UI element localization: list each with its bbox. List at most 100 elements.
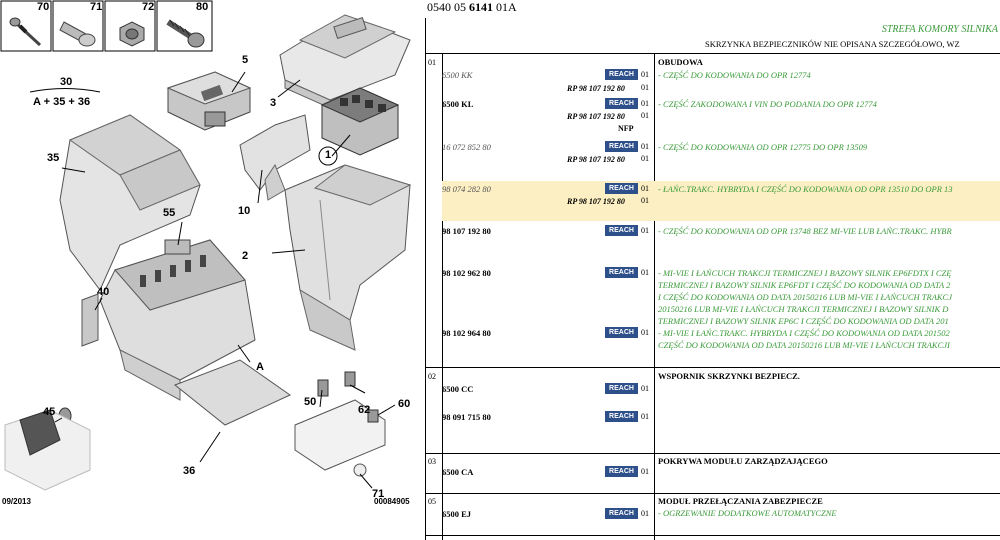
module-part-5 (166, 71, 252, 131)
label-30: 30 (60, 76, 73, 88)
parts-catalog: 0540 05 6141 01A STREFA KOMORY SILNIKA S… (425, 0, 1000, 540)
reach-badge: REACH (605, 69, 638, 80)
reach-badge: REACH (605, 98, 638, 109)
reach-badge: REACH (605, 383, 638, 394)
label-71: 71 (90, 1, 103, 13)
label-45: 45 (43, 406, 56, 418)
row-desc: - OGRZEWANIE DODATKOWE AUTOMATYCZNE (658, 508, 837, 518)
row-rp: RP 98 107 192 80 (567, 155, 625, 164)
row-qty: 01 (641, 99, 649, 108)
table-left-border (425, 18, 426, 540)
section-05-header: MODUŁ PRZEŁĄCZANIA ZABEZPIECZE (658, 496, 823, 506)
label-60: 60 (398, 398, 411, 410)
label-5: 5 (242, 54, 249, 66)
diagram-drawing (0, 0, 412, 491)
row-rp-qty: 01 (641, 83, 649, 92)
leader-lines (54, 71, 396, 489)
label-72: 72 (142, 1, 155, 13)
cover-part-3 (279, 14, 411, 109)
row-desc: - CZĘŚĆ DO KODOWANIA DO OPR 12774 (658, 70, 811, 80)
zone-title: STREFA KOMORY SILNIKA (881, 24, 998, 35)
date-code: 09/2013 (2, 497, 31, 506)
label-62: 62 (358, 404, 371, 416)
section-05-num: 05 (428, 497, 436, 506)
row-qty: 01 (641, 70, 649, 79)
hardware-box-71 (52, 0, 104, 52)
row-qty: 01 (641, 142, 649, 151)
reach-badge: REACH (605, 466, 638, 477)
ref-bold: 6141 (469, 0, 493, 14)
fusebox-base (99, 239, 256, 401)
section-01-header: OBUDOWA (658, 57, 703, 67)
row-highlight (442, 181, 1000, 221)
row-rp-qty: 01 (641, 154, 649, 163)
row-pn[interactable]: 6500 CC (442, 384, 474, 394)
row-desc-line: TERMICZNEJ I BAZOWY SILNIK EP6FDT I CZĘŚ… (658, 280, 951, 290)
row-qty: 01 (641, 328, 649, 337)
relay-block-part-1 (320, 87, 400, 156)
label-70: 70 (37, 1, 50, 13)
label-50: 50 (304, 396, 317, 408)
hardware-box-70 (0, 0, 52, 52)
reach-badge: REACH (605, 327, 638, 338)
ref-suffix: 01A (496, 0, 517, 14)
row-desc-line: - MI-VIE I ŁAŃC.TRAKC. HYBRYDA I CZĘŚĆ D… (658, 328, 950, 338)
row-pn[interactable]: 6500 CA (442, 467, 474, 477)
col-divider-2 (654, 53, 655, 540)
label-55: 55 (163, 207, 176, 219)
row-rp-qty: 01 (641, 196, 649, 205)
section-03-num: 03 (428, 457, 436, 466)
row-pn[interactable]: 98 074 282 80 (442, 184, 491, 194)
row-desc: - ŁAŃC.TRAKC. HYBRYDA I CZĘŚĆ DO KODOWAN… (658, 184, 953, 194)
row-pn[interactable]: 98 091 715 80 (442, 412, 491, 422)
reach-badge: REACH (605, 267, 638, 278)
row-qty: 01 (641, 384, 649, 393)
row-desc: - CZĘŚĆ DO KODOWANIA OD OPR 13748 BEZ MI… (658, 226, 952, 236)
reference-number: 0540 05 6141 01A (427, 0, 517, 15)
row-desc: - CZĘŚĆ ZAKODOWANA I VIN DO PODANIA DO O… (658, 99, 877, 109)
row-rp: RP 98 107 192 80 (567, 84, 625, 93)
row-qty: 01 (641, 412, 649, 421)
row-pn[interactable]: 98 107 192 80 (442, 226, 491, 236)
row-qty: 01 (641, 226, 649, 235)
row-desc: - CZĘŚĆ DO KODOWANIA OD OPR 12775 DO OPR… (658, 142, 868, 152)
reach-badge: REACH (605, 508, 638, 519)
part-55 (164, 239, 191, 255)
hardware-box-72 (104, 0, 156, 52)
row-pn[interactable]: 98 102 962 80 (442, 268, 491, 278)
fusebox-part-35 (59, 114, 201, 291)
housing-part-2 (284, 164, 412, 351)
row-desc-line: I CZĘŚĆ DO KODOWANIA OD DATA 20150216 LU… (658, 292, 952, 302)
ref-prefix: 0540 05 (427, 0, 466, 14)
tray-part-36 (174, 359, 291, 426)
section-separator (425, 367, 1000, 368)
fuse-assembly (294, 371, 386, 471)
section-separator (425, 453, 1000, 454)
section-02-num: 02 (428, 372, 436, 381)
row-pn[interactable]: 16 072 852 80 (442, 142, 491, 152)
label-36: 36 (183, 465, 196, 477)
bracket-part-10 (239, 114, 311, 201)
row-qty: 01 (641, 509, 649, 518)
section-02-header: WSPORNIK SKRZYNKI BEZPIECZ. (658, 371, 800, 381)
label-3: 3 (270, 97, 277, 109)
row-desc-line: - MI-VIE I ŁAŃCUCH TRAKCJI TERMICZNEJ I … (658, 268, 952, 278)
section-03-header: POKRYWA MODUŁU ZARZĄDZAJĄCEGO (658, 456, 828, 466)
row-pn[interactable]: 6500 KL (442, 99, 474, 109)
part-71-small (353, 463, 367, 477)
row-pn[interactable]: 98 102 964 80 (442, 328, 491, 338)
header-separator (425, 53, 1000, 54)
row-pn[interactable]: 6500 EJ (442, 509, 472, 519)
row-rp: RP 98 107 192 80 (567, 112, 625, 121)
hardware-box-80 (156, 0, 213, 52)
label-10: 10 (238, 205, 251, 217)
parts-diagram: 70 71 72 80 30 A + 35 + 36 35 5 3 1 10 2… (0, 0, 425, 540)
row-qty: 01 (641, 467, 649, 476)
label-1: 1 (325, 149, 332, 161)
label-a: A (256, 361, 264, 373)
reach-badge: REACH (605, 411, 638, 422)
nfp-label: NFP (618, 124, 634, 133)
row-pn[interactable]: 6500 KK (442, 70, 473, 80)
reach-badge: REACH (605, 183, 638, 194)
drawing-number: 00084905 (374, 497, 410, 506)
